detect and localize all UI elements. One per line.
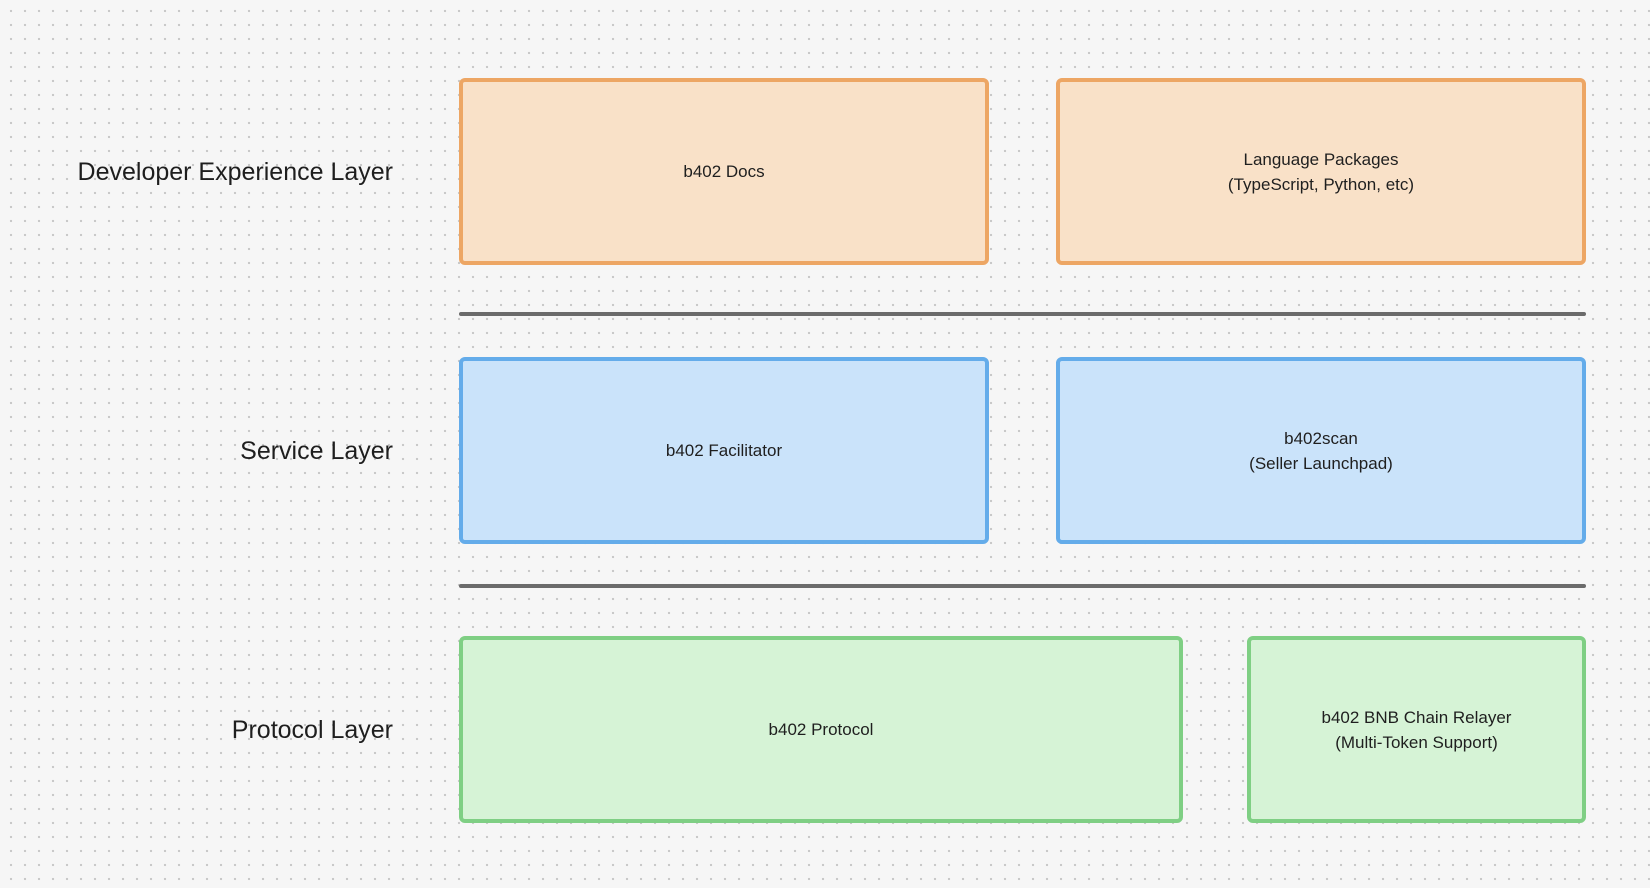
- b402-bnb-chain-relayer-box[interactable]: b402 BNB Chain Relayer (Multi-Token Supp…: [1247, 636, 1586, 823]
- box-title: b402 BNB Chain Relayer: [1321, 707, 1512, 727]
- layer-label-service: Service Layer: [240, 437, 393, 465]
- box-title: Language Packages: [1243, 149, 1399, 169]
- b402-facilitator-box[interactable]: b402 Facilitator: [459, 357, 989, 544]
- b402-docs-box[interactable]: b402 Docs: [459, 78, 989, 265]
- box-subtitle: (Seller Launchpad): [1249, 453, 1393, 473]
- box-title: b402 Protocol: [768, 720, 874, 739]
- box-title: b402 Docs: [683, 162, 765, 181]
- box-subtitle: (TypeScript, Python, etc): [1227, 174, 1415, 194]
- layer-divider: [459, 312, 1586, 316]
- layer-divider: [459, 584, 1586, 588]
- box-title: b402 Facilitator: [665, 441, 783, 460]
- b402-protocol-box[interactable]: b402 Protocol: [459, 636, 1183, 823]
- box-title: b402scan: [1284, 428, 1358, 448]
- language-packages-box[interactable]: Language Packages (TypeScript, Python, e…: [1056, 78, 1586, 265]
- b402scan-box[interactable]: b402scan (Seller Launchpad): [1056, 357, 1586, 544]
- box-subtitle: (Multi-Token Support): [1335, 732, 1498, 752]
- layer-label-protocol: Protocol Layer: [231, 716, 393, 744]
- layer-label-developer-experience: Developer Experience Layer: [77, 158, 393, 186]
